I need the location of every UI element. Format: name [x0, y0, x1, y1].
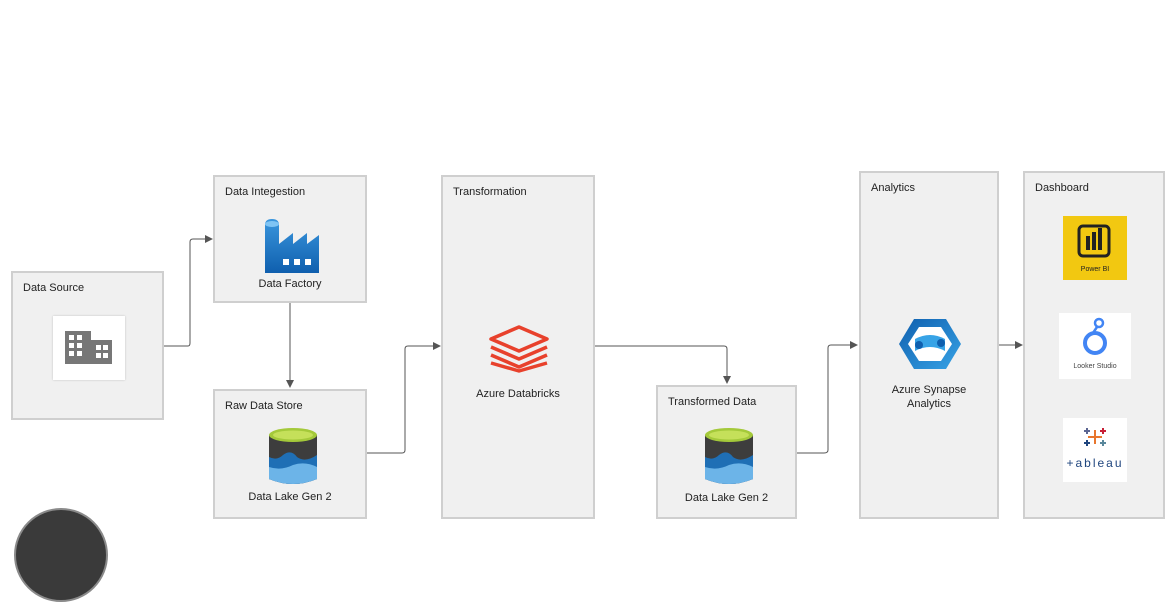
node-title: Transformation: [453, 186, 527, 198]
node-data-source[interactable]: Data Source: [11, 271, 164, 420]
node-transformed-data[interactable]: Transformed Data Data Lake Gen 2: [656, 385, 797, 519]
node-caption: Azure Databricks: [476, 388, 560, 400]
node-caption: Data Factory: [258, 278, 322, 290]
node-caption: Data Lake Gen 2: [684, 492, 769, 504]
data-lake-icon: [703, 427, 755, 487]
connector-transformation-to-transformed: [595, 345, 731, 384]
node-caption: Data Lake Gen 2: [248, 491, 332, 503]
node-transformation[interactable]: Transformation Azure Databricks: [441, 175, 595, 519]
power-bi-icon[interactable]: Power BI: [1063, 216, 1127, 280]
looker-studio-icon[interactable]: Looker Studio: [1059, 313, 1131, 379]
databricks-icon: [487, 325, 551, 373]
looker-studio-label: Looker Studio: [1073, 363, 1117, 370]
node-title: Raw Data Store: [225, 400, 303, 412]
node-analytics[interactable]: Analytics Azure Synapse Analytics: [859, 171, 999, 519]
data-factory-icon: [263, 219, 321, 273]
tableau-label: +ableau: [1066, 456, 1124, 470]
node-title: Transformed Data: [668, 396, 757, 408]
connector-source-to-integestion: [164, 235, 213, 347]
node-dashboard[interactable]: Dashboard Power BI Looker Studio: [1023, 171, 1165, 519]
node-title: Dashboard: [1035, 182, 1089, 194]
node-caption: Azure Synapse Analytics: [891, 384, 967, 410]
data-lake-icon: [267, 427, 319, 487]
connector-layer: [164, 235, 1023, 454]
node-data-integestion[interactable]: Data Integestion Data Factory: [213, 175, 367, 303]
connector-transformed-to-analytics: [797, 341, 858, 454]
synapse-icon: [897, 317, 963, 371]
presenter-avatar: [14, 508, 108, 602]
power-bi-label: Power BI: [1080, 266, 1110, 273]
node-title: Data Integestion: [225, 186, 306, 198]
node-title: Analytics: [871, 182, 916, 194]
connector-rawstore-to-transformation: [367, 342, 441, 454]
node-title: Data Source: [23, 282, 85, 294]
tableau-icon[interactable]: +ableau: [1063, 418, 1127, 482]
node-raw-data-store[interactable]: Raw Data Store Data Lake Gen 2: [213, 389, 367, 519]
building-icon: [53, 316, 125, 380]
